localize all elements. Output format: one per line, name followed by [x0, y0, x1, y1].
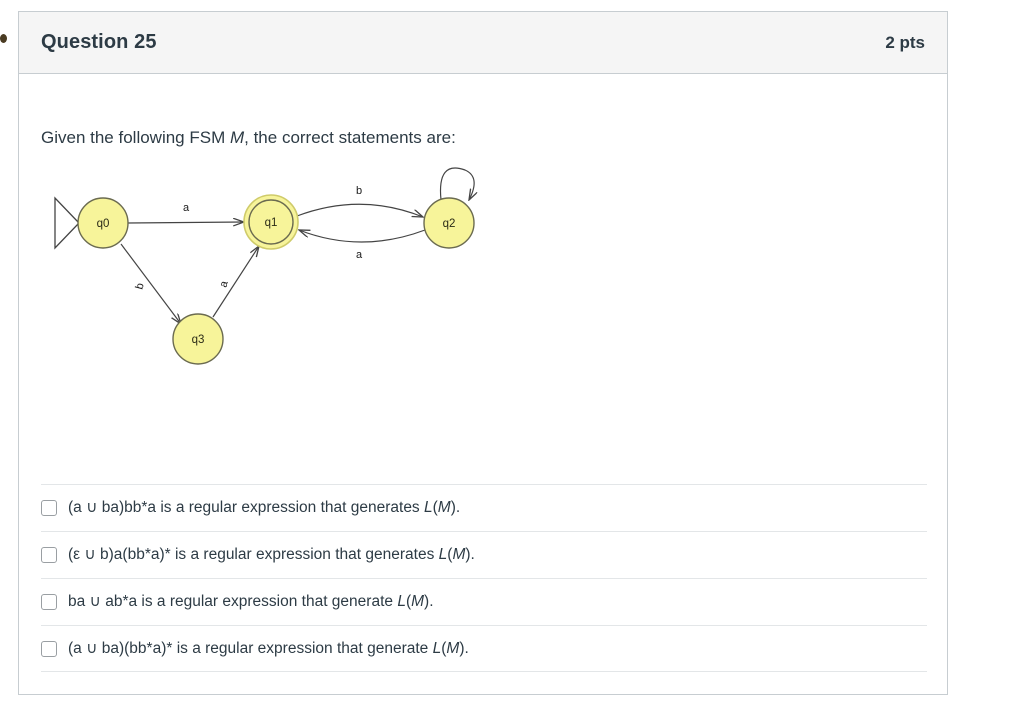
answer-option-3[interactable]: ba ∪ ab*a is a regular expression that g… — [41, 578, 927, 625]
answer-option-1-label: (a ∪ ba)bb*a is a regular expression tha… — [68, 499, 461, 517]
answer-option-4-label: (a ∪ ba)(bb*a)* is a regular expression … — [68, 639, 469, 657]
page-edge-marker — [0, 34, 7, 43]
question-card: Question 25 2 pts Given the following FS… — [18, 11, 948, 695]
question-prompt: Given the following FSM M, the correct s… — [41, 128, 456, 148]
question-points-badge: 2 pts — [885, 32, 925, 52]
answer-options-list: (a ∪ ba)bb*a is a regular expression tha… — [41, 484, 927, 672]
state-node-q3: q3 — [172, 313, 224, 365]
transition-q1-q2: b — [296, 185, 423, 217]
answer-option-2[interactable]: (ε ∪ b)a(bb*a)* is a regular expression … — [41, 531, 927, 578]
transition-q3-q1: a — [212, 246, 259, 318]
start-arrow-icon — [54, 196, 80, 250]
transition-label-q0-q3: b — [134, 282, 147, 291]
transition-q2-q2-self-loop: b — [439, 164, 475, 200]
state-label-q1: q1 — [265, 217, 278, 229]
state-node-q0: q0 — [77, 197, 129, 249]
prompt-text-after: , the correct statements are: — [244, 128, 456, 147]
prompt-variable: M — [229, 128, 245, 147]
question-title: Question 25 — [41, 31, 157, 53]
answer-option-3-label: ba ∪ ab*a is a regular expression that g… — [68, 593, 434, 611]
transition-label-q1-q2: b — [356, 185, 362, 197]
state-label-q0: q0 — [97, 218, 110, 230]
checkbox-icon-option-2[interactable] — [41, 547, 57, 563]
state-label-q3: q3 — [192, 334, 205, 346]
transition-label-q0-q1: a — [183, 202, 190, 214]
transition-q2-q1: a — [299, 230, 426, 261]
checkbox-icon-option-4[interactable] — [41, 640, 57, 657]
state-label-q2: q2 — [443, 218, 456, 230]
question-body: Given the following FSM M, the correct s… — [19, 74, 947, 694]
transition-q0-q3: b — [120, 243, 181, 324]
transition-label-q3-q1: a — [218, 279, 231, 289]
fsm-diagram: a b a b — [41, 164, 511, 404]
transition-q0-q1: a — [127, 202, 244, 223]
answer-option-4[interactable]: (a ∪ ba)(bb*a)* is a regular expression … — [41, 625, 927, 672]
state-node-q2: q2 — [423, 197, 475, 249]
state-node-q1-accepting: q1 — [243, 194, 299, 250]
question-header: Question 25 2 pts — [19, 12, 947, 74]
checkbox-icon-option-1[interactable] — [41, 500, 57, 516]
answer-option-1[interactable]: (a ∪ ba)bb*a is a regular expression tha… — [41, 484, 927, 531]
answer-option-2-label: (ε ∪ b)a(bb*a)* is a regular expression … — [68, 546, 475, 564]
transition-label-q2-self: b — [452, 164, 458, 165]
prompt-text-before: Given the following FSM — [41, 128, 230, 147]
transition-label-q2-q1: a — [356, 249, 363, 261]
checkbox-icon-option-3[interactable] — [41, 594, 57, 610]
